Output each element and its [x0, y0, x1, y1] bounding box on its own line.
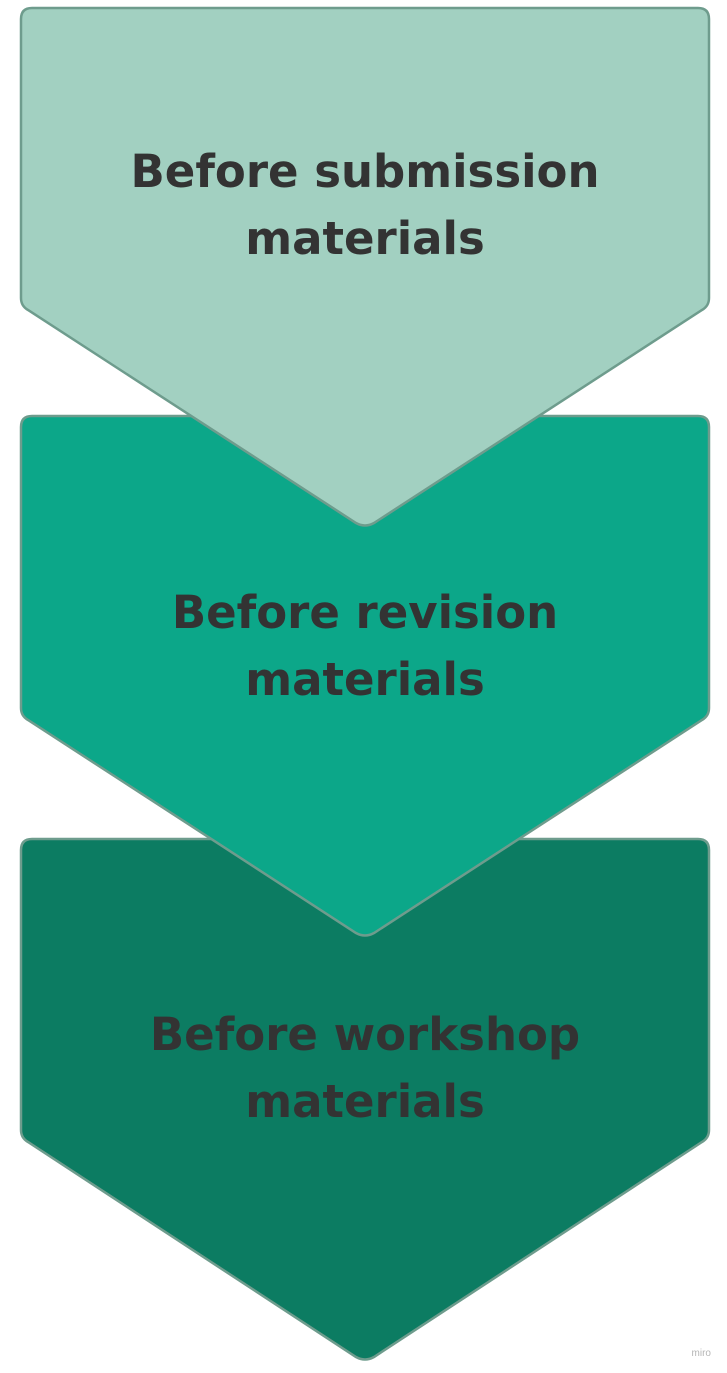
step-2-label-line1: Before revision: [172, 586, 558, 639]
step-3-chevron: Before workshop materials: [19, 837, 711, 1361]
step-3-label-line1: Before workshop: [150, 1008, 580, 1061]
step-2-shape: [19, 414, 711, 937]
step-1-shape: [19, 6, 711, 527]
miro-watermark: miro: [691, 1348, 711, 1359]
step-3-label-line2: materials: [245, 1075, 484, 1128]
step-3-shape: [19, 837, 711, 1361]
step-2-label-line2: materials: [245, 653, 484, 706]
step-1-label-line1: Before submission: [131, 145, 600, 198]
step-2-chevron: Before revision materials: [19, 414, 711, 937]
step-1-chevron: Before submission materials: [19, 6, 711, 527]
step-1-label-line2: materials: [245, 212, 484, 265]
